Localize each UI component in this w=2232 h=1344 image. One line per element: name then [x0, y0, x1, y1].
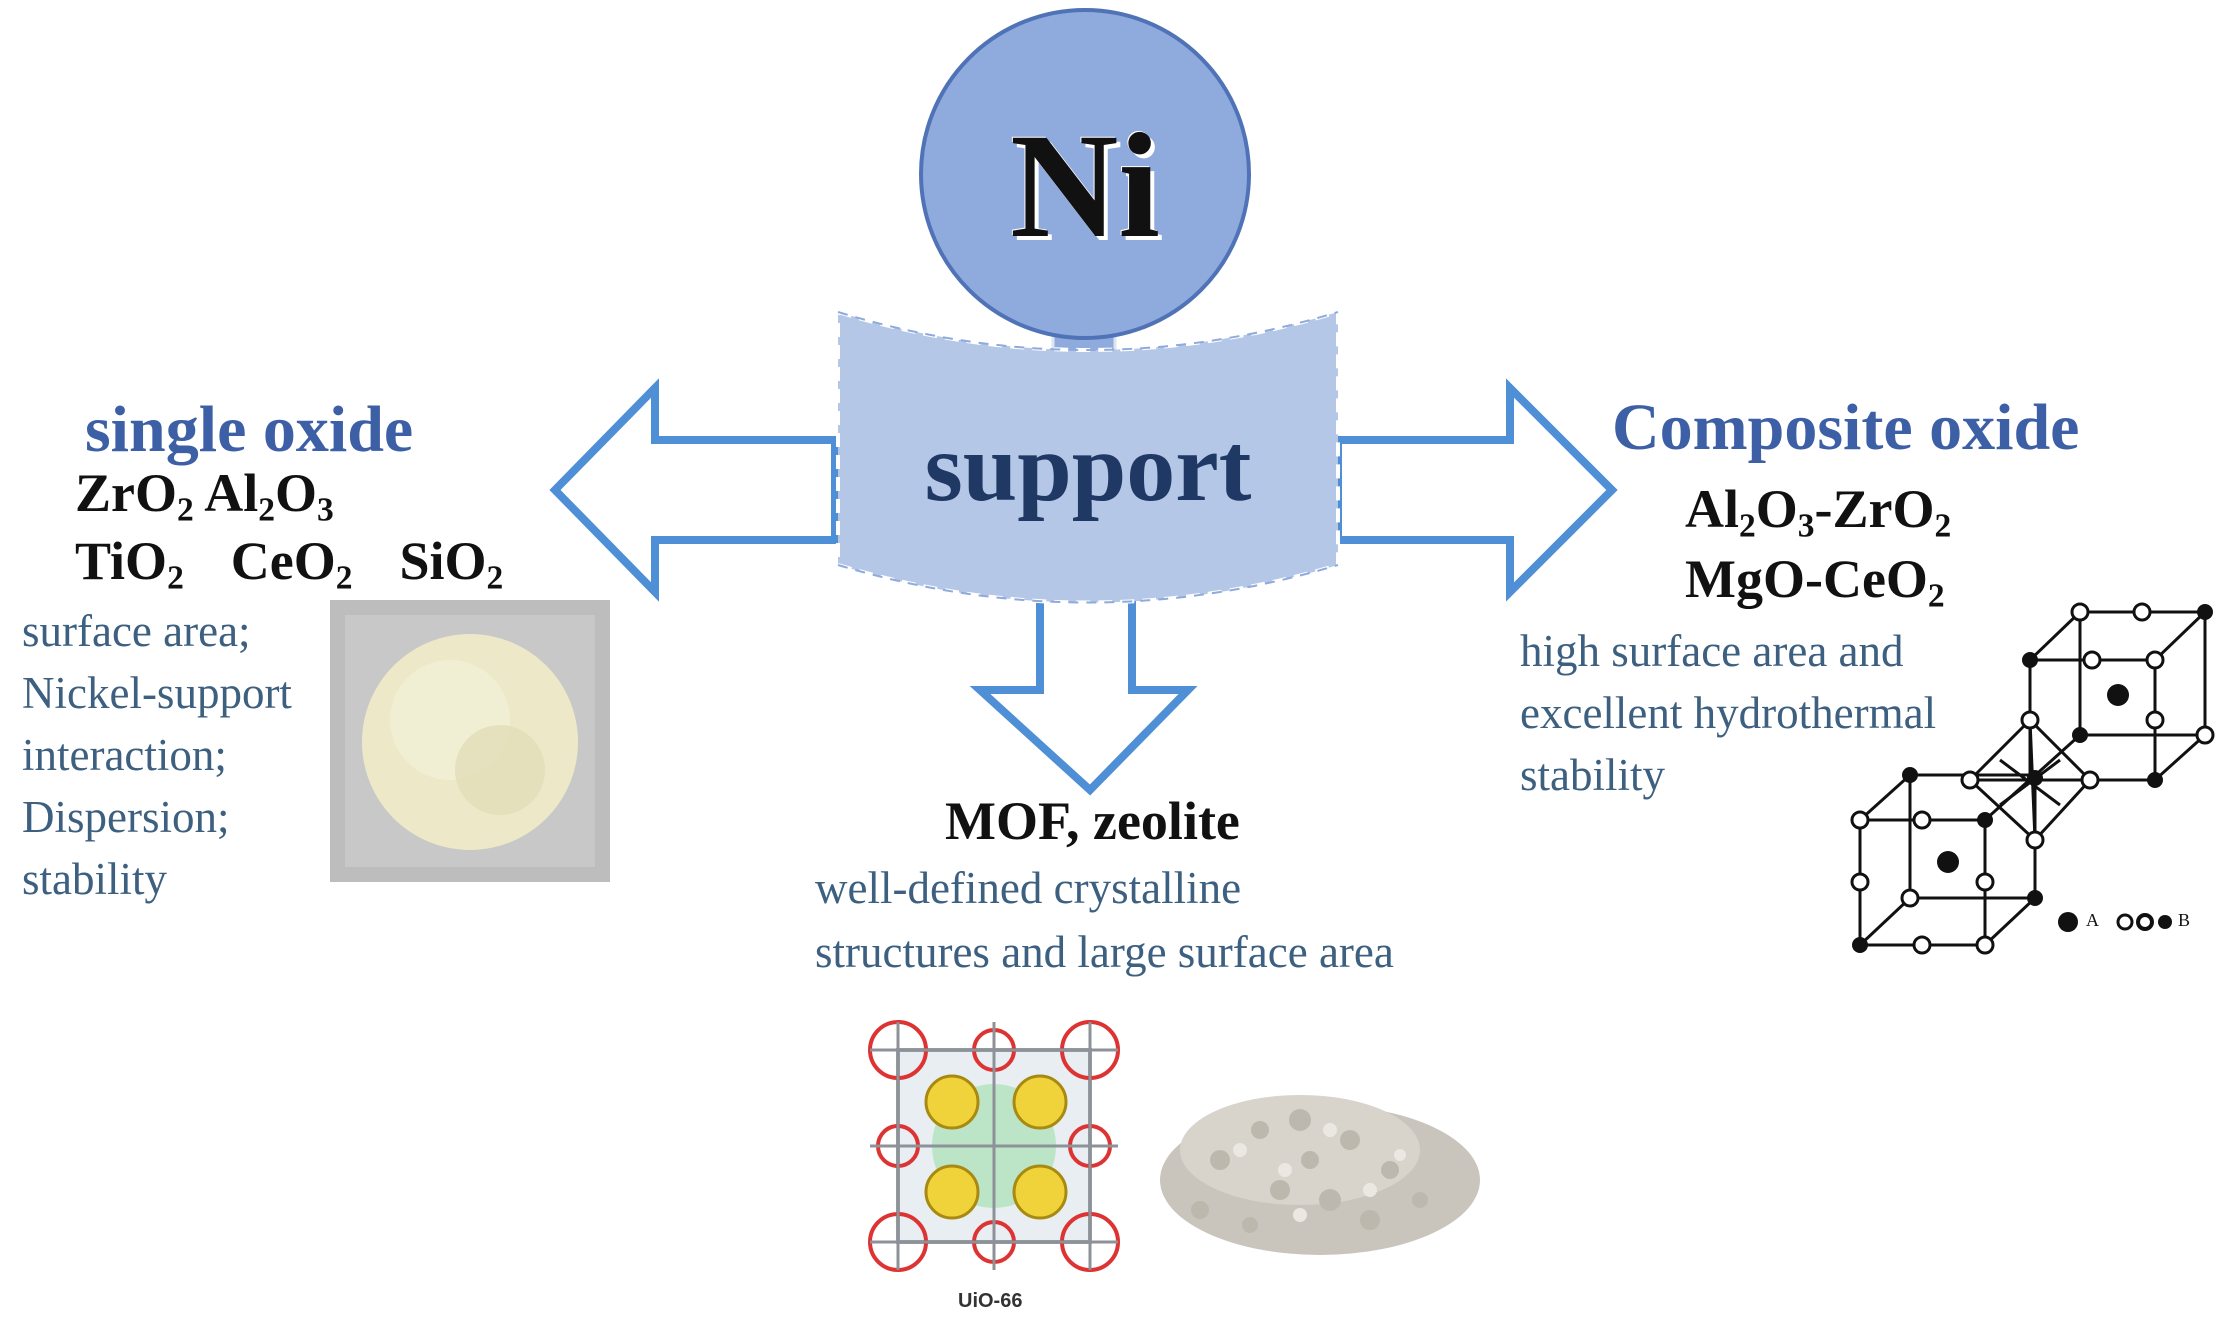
mof-zeolite-description: well-defined crystalline structures and …: [815, 856, 1394, 984]
composite-oxide-heading: Composite oxide: [1612, 391, 2080, 464]
formula-al2o3-zro2: Al2O3-ZrO2: [1685, 479, 1952, 545]
mof-structure-image: [858, 1010, 1130, 1282]
desc-line: stability: [22, 854, 167, 904]
desc-line: stability: [1520, 750, 1665, 800]
composite-oxide-description: high surface area and excellent hydrothe…: [1520, 620, 1936, 806]
single-oxide-heading: single oxide: [85, 393, 414, 466]
ni-label: Ni: [1010, 103, 1160, 269]
right-arrow: [1334, 378, 1618, 602]
formula-tio2: TiO2: [75, 531, 184, 597]
desc-line: excellent hydrothermal: [1520, 688, 1937, 738]
desc-line: Dispersion;: [22, 792, 230, 842]
mof-caption: UiO-66: [958, 1290, 1023, 1312]
formula-ceo2: CeO2: [230, 531, 353, 597]
desc-line: surface area;: [22, 606, 251, 656]
formula-al2o3: Al2O3: [204, 463, 334, 529]
formula-sio2: SiO2: [399, 531, 504, 597]
zeolite-pellets-image: [1148, 1010, 1498, 1300]
lattice-legend-a: A: [2086, 910, 2099, 930]
formula-zro2: ZrO2: [75, 463, 194, 529]
down-arrow: [969, 588, 1198, 796]
desc-line: well-defined crystalline: [815, 863, 1242, 913]
desc-line: Nickel-support: [22, 668, 292, 718]
lattice-legend-b: B: [2178, 910, 2191, 930]
oxide-powder-image: [330, 600, 610, 882]
single-oxide-formulas-row2: TiO2 CeO2 SiO2: [75, 530, 504, 597]
desc-line: structures and large surface area: [815, 927, 1394, 977]
formula-mgo-ceo2: MgO-CeO2: [1685, 549, 1945, 615]
single-oxide-formulas-row1: ZrO2 Al2O3: [75, 462, 334, 529]
single-oxide-description: surface area; Nickel-support interaction…: [22, 600, 292, 910]
desc-line: high surface area and: [1520, 626, 1904, 676]
desc-line: interaction;: [22, 730, 227, 780]
lattice-atoms: [1850, 602, 2215, 955]
support-panel-edge-bottom: [837, 564, 1339, 604]
mof-zeolite-heading: MOF, zeolite: [945, 791, 1240, 851]
left-arrow: [549, 378, 839, 602]
support-panel-edge: [837, 311, 1339, 351]
support-label: support: [924, 414, 1252, 522]
ni-circle: [919, 8, 1251, 340]
